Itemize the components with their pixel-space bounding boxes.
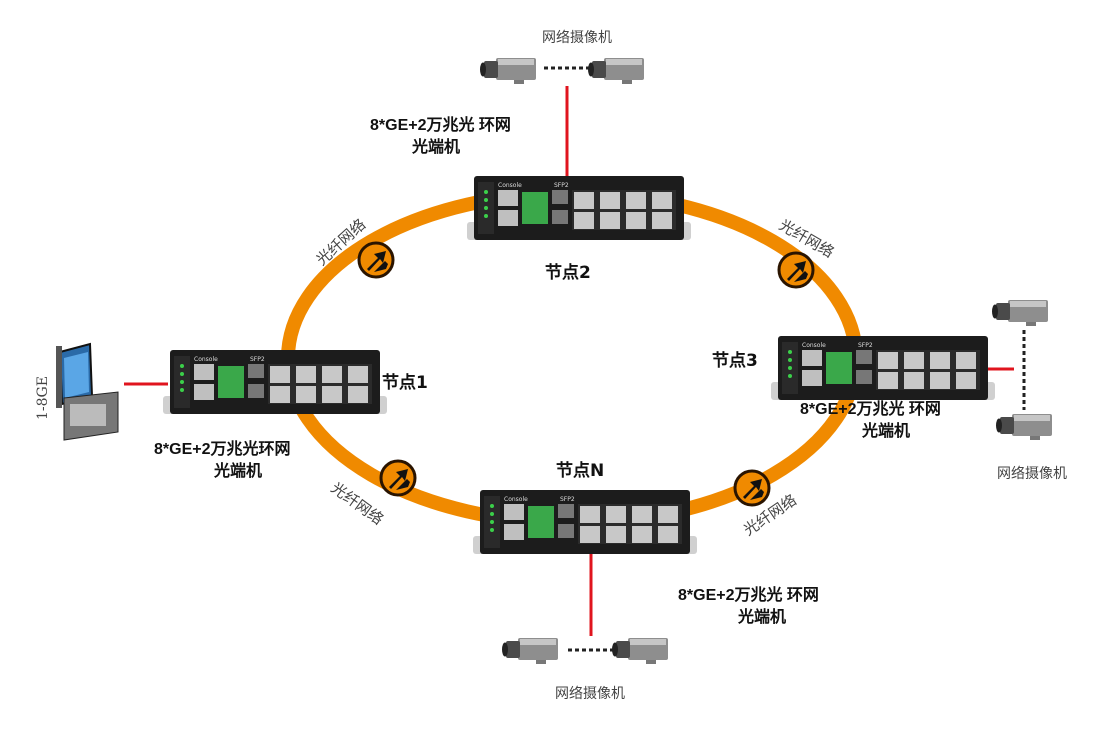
sfp2-label: SFP2 (554, 182, 569, 189)
console-label: Console (194, 356, 218, 363)
camera-icon (992, 300, 1048, 326)
device-desc-node1-line2: 光端机 (213, 461, 262, 480)
device-desc-nodeN-line1: 8*GE+2万兆光 环网 (678, 585, 819, 604)
device-desc-node1-line1: 8*GE+2万兆光环网 (154, 439, 291, 458)
sfp2-label: SFP2 (250, 356, 265, 363)
computer-icon (56, 342, 119, 441)
device-desc-node2-line1: 8*GE+2万兆光 环网 (370, 115, 511, 134)
device-desc-node3-line1: 8*GE+2万兆光 环网 (800, 399, 941, 418)
node-label-1: 节点1 (382, 372, 428, 393)
network-switch-icon: Console SFP2 (473, 490, 697, 554)
console-label: Console (802, 342, 826, 349)
network-switch-icon: Console SFP2 (163, 350, 387, 414)
camera-label-right: 网络摄像机 (997, 466, 1067, 482)
device-desc-node3-line2: 光端机 (861, 421, 910, 440)
network-switch-icon: Console SFP2 (467, 176, 691, 240)
network-switch-icon: Console SFP2 (771, 336, 995, 400)
camera-label-top: 网络摄像机 (542, 30, 612, 46)
node-label-3: 节点3 (712, 350, 758, 371)
double-arrow-badge-icon (777, 251, 815, 289)
device-desc-nodeN-line2: 光端机 (737, 607, 786, 626)
camera-label-bottom: 网络摄像机 (555, 686, 625, 702)
pc-label: 1-8GE (35, 376, 51, 420)
camera-icon (612, 638, 668, 664)
device-desc-node2-line2: 光端机 (411, 137, 460, 156)
console-label: Console (498, 182, 522, 189)
red-links (124, 86, 1014, 636)
double-arrow-badge-icon (733, 469, 771, 507)
double-arrow-badge-icon (357, 241, 395, 279)
node-label-2: 节点2 (545, 262, 591, 283)
camera-icon (480, 58, 536, 84)
node-label-n: 节点N (556, 460, 604, 481)
camera-icon (588, 58, 644, 84)
camera-icon (502, 638, 558, 664)
double-arrow-badge-icon (379, 459, 417, 497)
console-label: Console (504, 496, 528, 503)
camera-icon (996, 414, 1052, 440)
sfp2-label: SFP2 (560, 496, 575, 503)
sfp2-label: SFP2 (858, 342, 873, 349)
dotted-camera-links (544, 66, 1026, 652)
